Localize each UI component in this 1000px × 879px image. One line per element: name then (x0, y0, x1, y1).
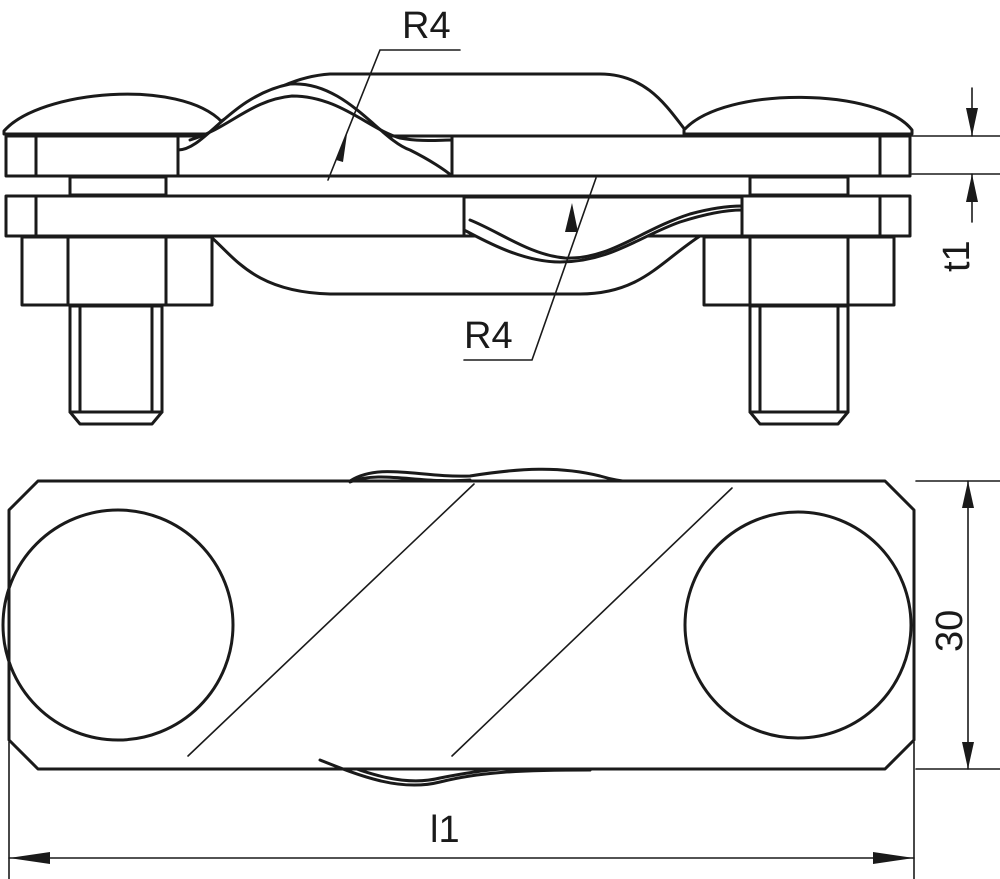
radius-top-leader (327, 49, 461, 181)
wire-diagonal-left (187, 483, 475, 757)
thickness-label: t1 (936, 240, 978, 272)
right-bolt-thread (748, 304, 850, 426)
length-dimension: l1 (8, 741, 915, 879)
spacer-right (748, 175, 850, 197)
spacer-left (68, 175, 168, 197)
left-bolt-circle (1, 508, 235, 742)
lower-crimp (462, 195, 744, 264)
left-bolt-head (2, 92, 224, 136)
right-bolt-head (682, 95, 914, 136)
clamp-plate-outline (7, 479, 916, 771)
radius-top-label: R4 (402, 5, 451, 47)
left-nut (20, 235, 214, 307)
radius-bottom-label: R4 (464, 315, 513, 357)
width-dimension: 30 (915, 480, 1000, 770)
width-label: 30 (929, 610, 971, 652)
radius-bottom-leader (463, 177, 597, 361)
lower-plate (4, 194, 912, 238)
right-bolt-circle (683, 510, 913, 740)
side-view: R4 R4 t1 (2, 5, 1000, 426)
left-bolt-thread (68, 304, 164, 426)
top-view: 30 l1 (1, 467, 1000, 879)
right-nut (702, 235, 896, 307)
length-label: l1 (430, 809, 460, 851)
upper-plate (4, 134, 912, 178)
wire-diagonal-right (451, 487, 733, 757)
thickness-dimension: t1 (911, 87, 1000, 272)
